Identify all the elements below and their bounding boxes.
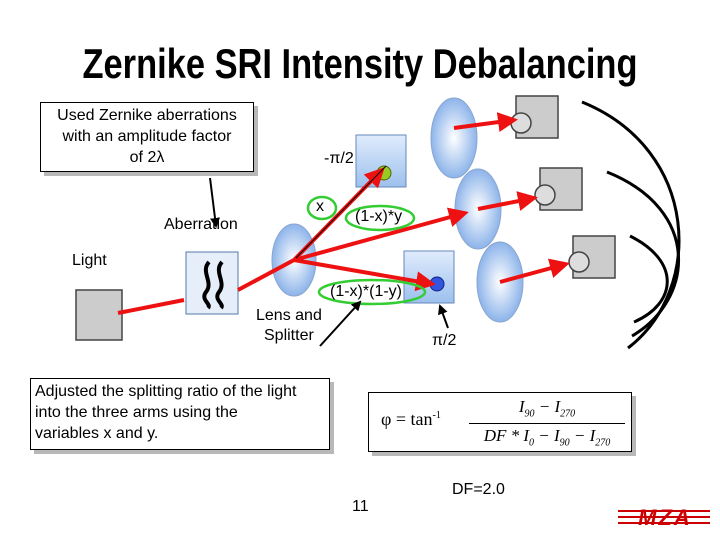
mza-logo-text: MZA [638,505,692,530]
aberration-wave-2 [215,260,224,310]
aberration-note-line-1: Used Zernike aberrations [57,107,237,124]
mza-logo [618,506,710,530]
splitting-note-line-2: into the three arms using the [35,404,238,421]
label-df: DF=2.0 [452,481,505,498]
detector-lens-1 [510,112,532,134]
splitter-guide [295,165,387,259]
splitting-note-line-3: variables x and y. [35,425,159,442]
splitting-note-line-1: Adjusted the splitting ratio of the ligh… [35,383,297,400]
aberration-note: Used Zernike aberrations with an amplitu… [40,102,254,172]
label-lens-and: Lens and [256,307,322,324]
arm-lens-1 [430,97,478,179]
one-minus-x-y-highlight [344,204,416,232]
formula-numerator: I90 − I270 [518,397,576,420]
phase-plate-pi-half [403,250,455,304]
arrow-pi-half [438,304,449,329]
arrow-note-to-aberration [209,177,220,228]
label-pi-half: π/2 [432,332,457,349]
curve-2 [606,170,681,338]
detector-lens-2 [534,184,556,206]
curve-1 [581,100,681,350]
label-minus-pi-half: -π/2 [324,150,354,167]
light-source [75,289,123,341]
aberration-plate [185,251,239,315]
label-one-minus-x-one-minus-y: (1-x)*(1-y) [330,283,402,300]
x-highlight [306,195,338,221]
label-x: x [316,198,324,215]
slide-title: Zernike SRI Intensity Debalancing [82,40,638,87]
detector-lens-3 [568,251,590,273]
label-aberration: Aberration [164,216,238,233]
formula-denominator: DF * I0 − I90 − I270 [483,426,611,449]
phase-formula: φ = tan-1 I90 − I270 DF * I0 − I90 − I27… [368,392,632,452]
splitting-note: Adjusted the splitting ratio of the ligh… [30,378,330,450]
aberration-note-line-2: with an amplitude factor [62,128,232,145]
formula-phi: φ = tan [381,409,433,429]
aberration-note-line-3: of 2λ [129,149,165,166]
label-one-minus-x-y: (1-x)*y [355,208,403,225]
aberration-wave-1 [202,260,211,310]
page-number: 11 [352,498,369,515]
one-minus-x-one-minus-y-highlight [317,278,427,306]
formula-fraction-bar [469,423,625,424]
arrow-lens-splitter [319,300,362,347]
curve-3 [629,234,669,324]
label-splitter: Splitter [264,327,314,344]
formula-exponent: -1 [432,410,441,421]
phase-dot-blue [429,276,445,292]
label-light: Light [72,252,107,269]
